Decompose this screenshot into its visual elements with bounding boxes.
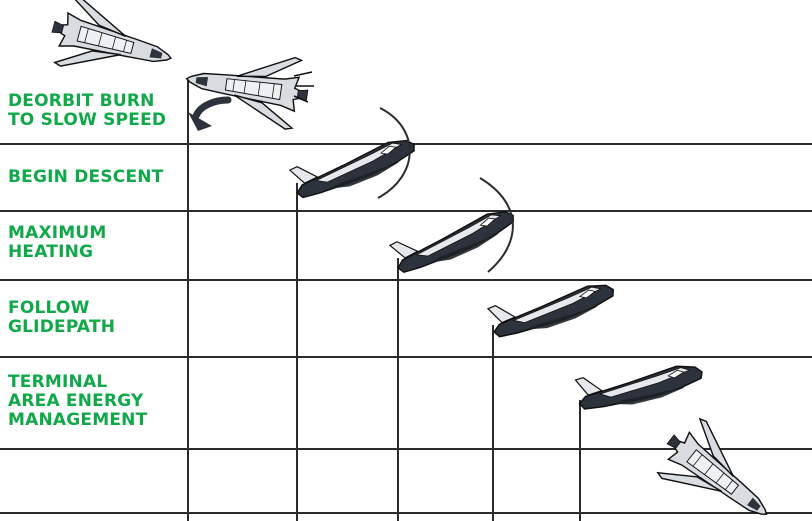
shock-wave-arc-icon-2: [479, 177, 514, 273]
retro-burn-arrow-icon: [188, 71, 314, 131]
orbiter-descent-icon: [288, 129, 421, 204]
stage-label-deorbit: DEORBIT BURN TO SLOW SPEED: [8, 91, 167, 130]
drop-lines: [187, 80, 581, 521]
stage-label-heating: MAXIMUM HEATING: [8, 223, 107, 262]
orbiter-glide-icon: [486, 274, 620, 343]
orbiter-taem-icon: [574, 356, 707, 415]
orbiter-in-orbit-icon: [43, 0, 181, 94]
stage-label-glidepath: FOLLOW GLIDEPATH: [8, 298, 116, 337]
orbiter-deorbit-burn-icon: [180, 42, 313, 133]
orbiter-landing-icon: [647, 410, 790, 521]
shock-wave-arc-icon-1: [377, 107, 411, 199]
stage-label-taem: TERMINAL AREA ENERGY MANAGEMENT: [8, 372, 148, 430]
orbiter-heating-icon: [388, 200, 521, 279]
grid-lines: [0, 143, 812, 514]
stage-label-descent: BEGIN DESCENT: [8, 167, 164, 187]
